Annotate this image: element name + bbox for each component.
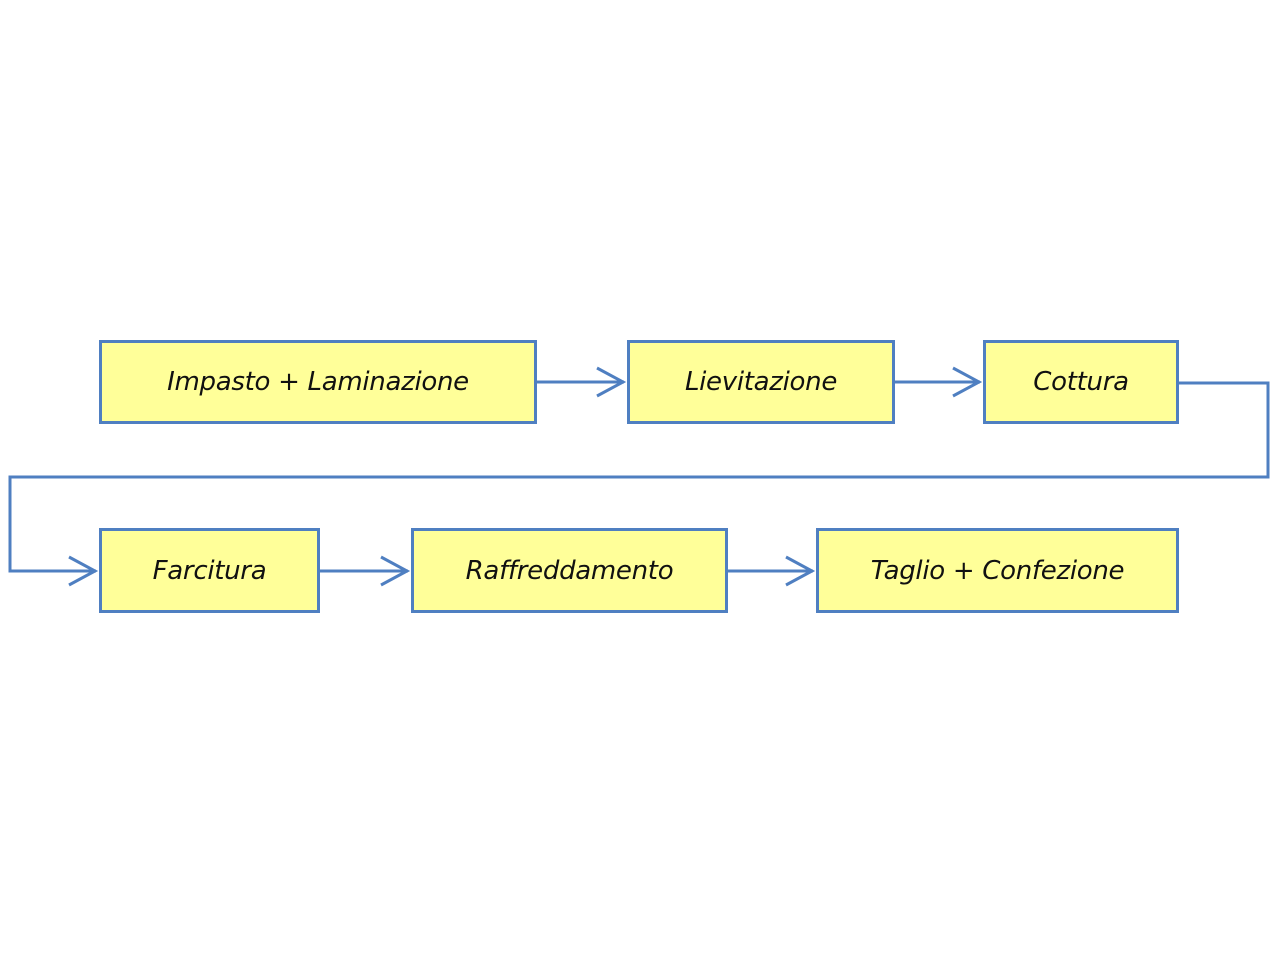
arrowhead-step2 <box>596 366 627 398</box>
step-box-raffreddamento: Raffreddamento <box>411 528 728 613</box>
arrowhead-step4 <box>68 555 99 587</box>
step-box-taglio-confezione: Taglio + Confezione <box>816 528 1179 613</box>
step-box-impasto-laminazione: Impasto + Laminazione <box>99 340 537 424</box>
step-label-taglio-confezione: Taglio + Confezione <box>870 555 1125 586</box>
step-label-farcitura: Farcitura <box>152 555 267 586</box>
step-label-raffreddamento: Raffreddamento <box>465 555 674 586</box>
step-label-lievitazione: Lievitazione <box>684 367 838 397</box>
step-box-cottura: Cottura <box>983 340 1179 424</box>
step-label-impasto-laminazione: Impasto + Laminazione <box>167 367 469 397</box>
connector-step3-to-step4 <box>8 381 1270 573</box>
arrowhead-step3 <box>952 366 983 398</box>
step-box-farcitura: Farcitura <box>99 528 320 613</box>
step-box-lievitazione: Lievitazione <box>627 340 895 424</box>
arrowhead-step5 <box>380 555 411 587</box>
step-label-cottura: Cottura <box>1033 367 1129 397</box>
arrowhead-step6 <box>785 555 816 587</box>
